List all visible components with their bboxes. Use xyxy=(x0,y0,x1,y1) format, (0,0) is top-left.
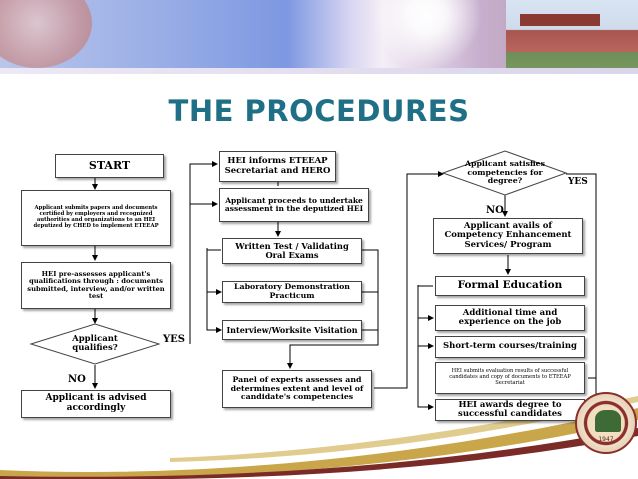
informs-box: HEI informs ETEEAP Secretariat and HERO xyxy=(219,151,336,182)
qualifies-label: Applicant qualifies? xyxy=(72,333,118,353)
start-label: START xyxy=(88,158,131,172)
written-test-box: Written Test / Validating Oral Exams xyxy=(222,238,362,264)
panel-text: Panel of experts assesses and determines… xyxy=(230,375,364,402)
avails-text: Applicant avails of Competency Enhanceme… xyxy=(444,220,572,250)
proceeds-box: Applicant proceeds to undertake assessme… xyxy=(219,188,369,222)
short-term-text: Short-term courses/training xyxy=(443,341,577,352)
header-band xyxy=(0,68,638,74)
lab-demo-box: Laboratory Demonstration Practicum xyxy=(222,281,362,303)
advised-box: Applicant is advised accordingly xyxy=(21,390,171,418)
formal-education-text: Formal Education xyxy=(457,279,563,292)
interview-box: Interview/Worksite Visitation xyxy=(222,320,362,340)
formal-education-box: Formal Education xyxy=(435,276,585,296)
qualifies-yes-label: YES xyxy=(163,334,185,345)
submits-evaluation-text: HEI submits evaluation results of succes… xyxy=(449,368,571,386)
proceeds-text: Applicant proceeds to undertake assessme… xyxy=(224,195,364,213)
advised-text: Applicant is advised accordingly xyxy=(45,393,147,413)
pre-assess-text: HEI pre-assesses applicant's qualificati… xyxy=(27,269,165,300)
satisfies-label: Applicant satisfies competencies for deg… xyxy=(464,159,546,186)
awards-degree-box: HEI awards degree to successful candidat… xyxy=(435,399,585,421)
seal-tree-emblem xyxy=(595,410,621,432)
written-test-text: Written Test / Validating Oral Exams xyxy=(235,240,349,260)
lab-demo-text: Laboratory Demonstration Practicum xyxy=(234,282,350,300)
university-seal: 1947 xyxy=(575,392,637,454)
pre-assess-box: HEI pre-assesses applicant's qualificati… xyxy=(21,262,171,309)
additional-time-box: Additional time and experience on the jo… xyxy=(435,305,585,331)
satisfies-no-label: NO xyxy=(486,205,504,216)
informs-text: HEI informs ETEEAP Secretariat and HERO xyxy=(224,156,331,176)
start-box: START xyxy=(55,154,164,178)
submit-documents-text: Applicant submits papers and documents c… xyxy=(33,205,159,229)
satisfies-yes-label: YES xyxy=(568,177,588,187)
building-roof xyxy=(520,14,600,26)
slide-title: THE PROCEDURES xyxy=(168,94,470,128)
submits-evaluation-box: HEI submits evaluation results of succes… xyxy=(435,362,585,394)
qualifies-no-label: NO xyxy=(68,374,86,385)
awards-degree-text: HEI awards degree to successful candidat… xyxy=(458,399,562,419)
interview-text: Interview/Worksite Visitation xyxy=(226,324,358,335)
campus-building-photo xyxy=(506,0,638,74)
additional-time-text: Additional time and experience on the jo… xyxy=(458,307,562,327)
submit-documents-box: Applicant submits papers and documents c… xyxy=(21,190,171,246)
avails-box: Applicant avails of Competency Enhanceme… xyxy=(433,218,583,254)
seal-year: 1947 xyxy=(598,436,614,443)
short-term-box: Short-term courses/training xyxy=(435,336,585,358)
panel-box: Panel of experts assesses and determines… xyxy=(222,370,372,408)
